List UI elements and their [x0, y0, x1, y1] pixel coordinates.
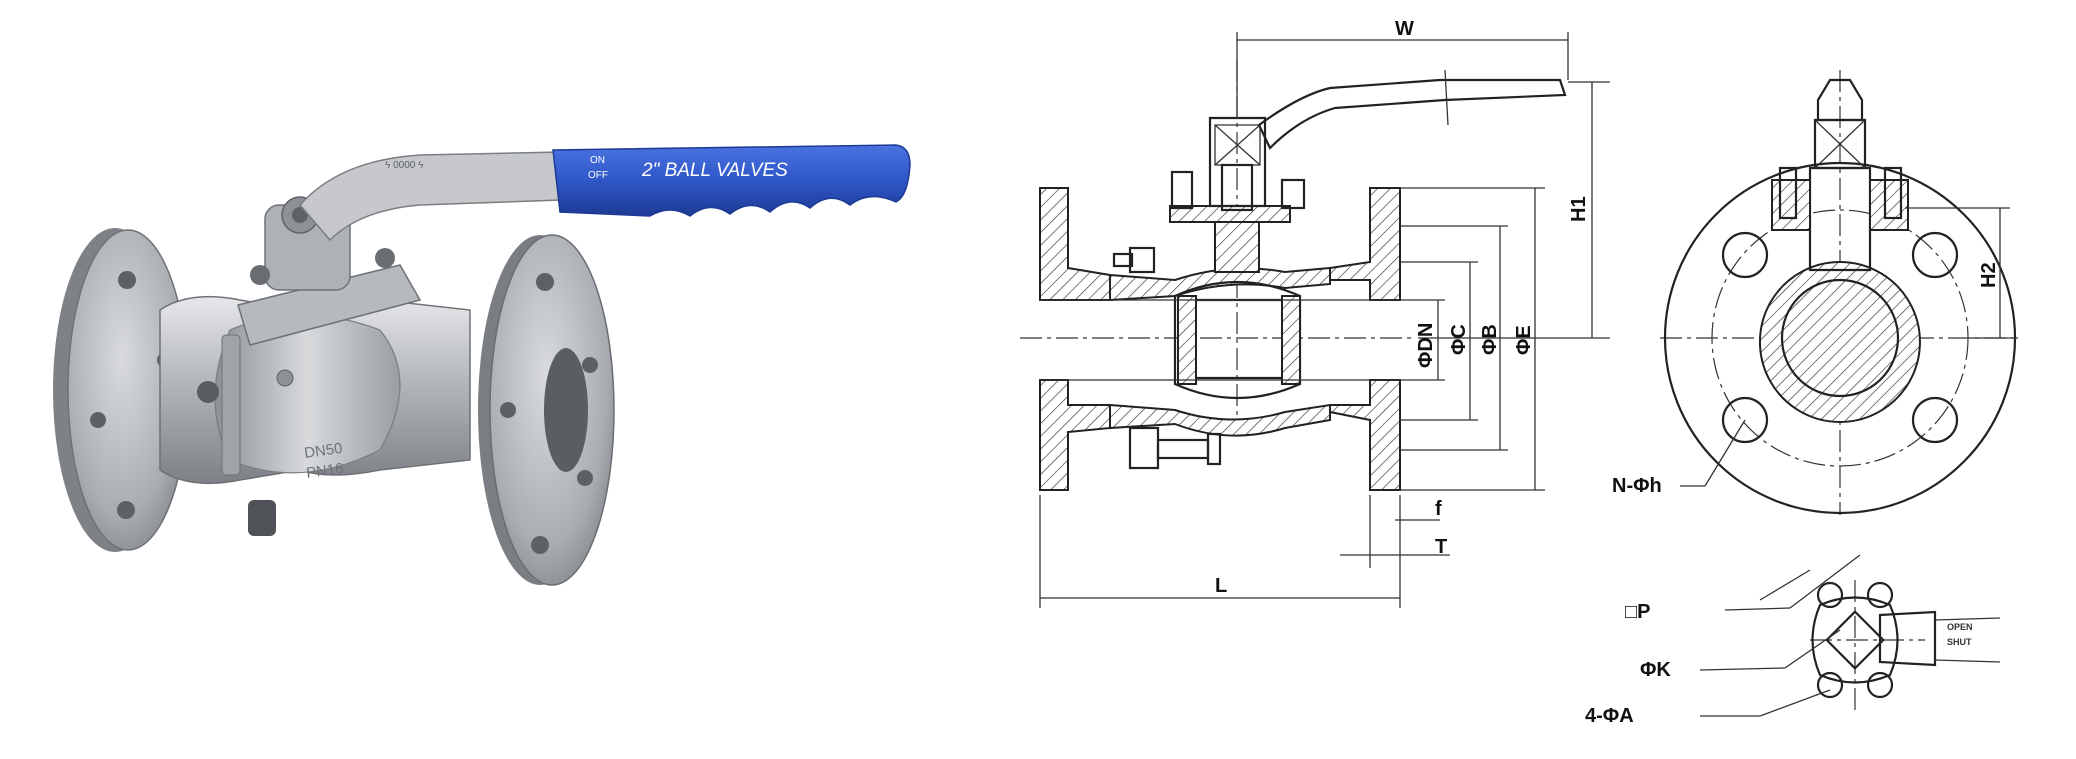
left-flange	[53, 228, 189, 552]
open-label: OPEN	[1947, 622, 1973, 632]
valve-photo: DN50 PN16 ϟ 0000 ϟ	[53, 144, 911, 586]
dim-l: L	[1215, 575, 1227, 597]
dim-h2: H2	[1978, 262, 2000, 288]
dim-p: □P	[1625, 601, 1650, 623]
dim-t: T	[1435, 536, 1447, 558]
handle-text: 2" BALL VALVES	[641, 160, 788, 181]
dim-a: 4-ΦA	[1585, 705, 1634, 727]
off-label: OFF	[588, 170, 608, 181]
dim-dn: ΦDN	[1415, 323, 1437, 368]
on-label: ON	[590, 155, 605, 166]
section-view: W H1 L ΦDN ΦC ΦB ΦE f T	[1020, 18, 1610, 608]
dim-c: ΦC	[1448, 324, 1470, 355]
end-view: H2 N-Φh	[1612, 70, 2020, 515]
dim-b: ΦB	[1479, 324, 1501, 355]
dim-f: f	[1435, 498, 1442, 520]
dim-e: ΦE	[1513, 325, 1535, 355]
body-mark-dn: DN50	[303, 440, 343, 462]
svg-text:ϟ 0000 ϟ: ϟ 0000 ϟ	[385, 160, 424, 171]
right-flange	[478, 234, 615, 586]
valve-body: DN50 PN16	[159, 295, 471, 536]
stem-assembly	[237, 196, 422, 346]
top-detail-view: OPEN SHUT □P ΦK 4-ΦA	[1585, 554, 2001, 727]
dim-w: W	[1395, 18, 1414, 40]
shut-label: SHUT	[1947, 637, 1972, 647]
dim-h1: H1	[1568, 196, 1590, 222]
dim-k: ΦK	[1640, 659, 1671, 681]
lever-handle[interactable]: ϟ 0000 ϟ ON OFF 2" BALL VALVES	[299, 144, 911, 242]
body-mark-pn: PN16	[305, 460, 345, 482]
dim-n-h: N-Φh	[1612, 475, 1662, 497]
